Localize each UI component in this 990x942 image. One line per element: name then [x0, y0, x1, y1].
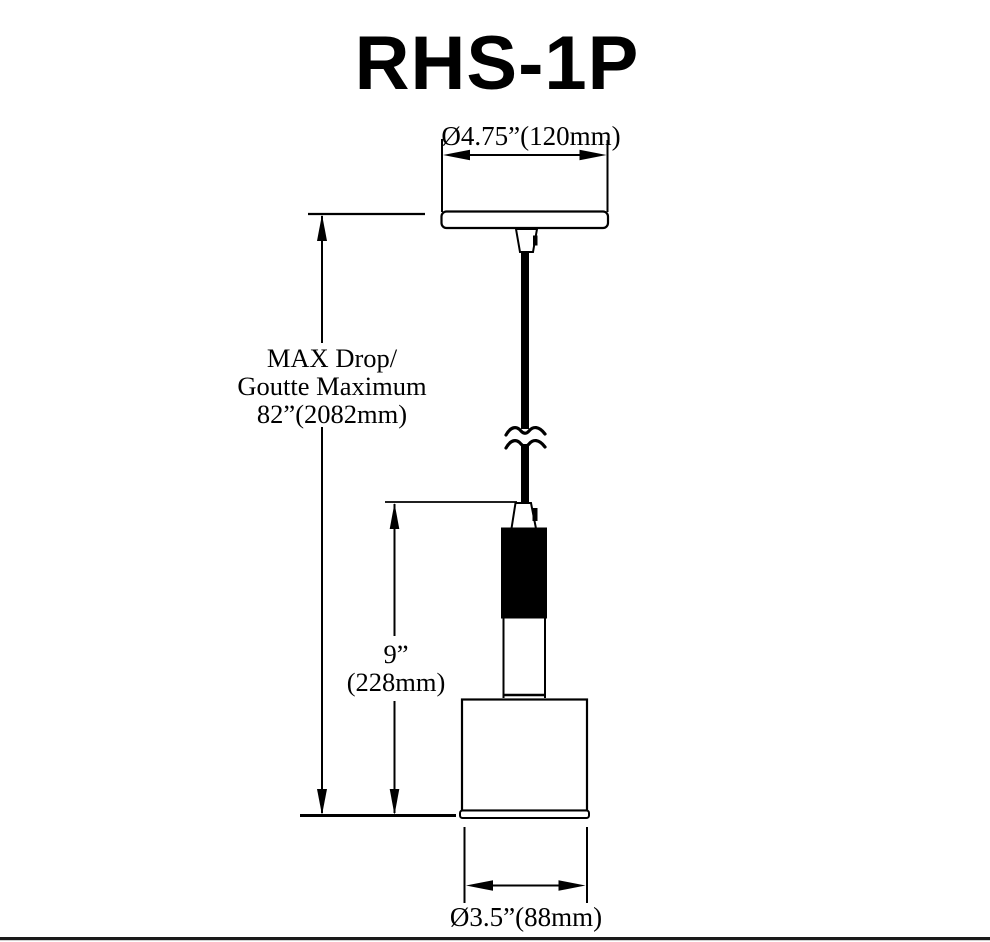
canopy-dim-arrow-left-icon [443, 149, 470, 161]
shade-bottom-rim [459, 809, 590, 819]
max-drop-label: MAX Drop/ Goutte Maximum 82”(2082mm) [237, 344, 426, 428]
shade-body [460, 698, 589, 812]
canopy-dim-arrow-right-icon [579, 149, 607, 161]
shade-diameter-label: Ø3.5”(88mm) [449, 902, 603, 932]
strain-relief-tab [533, 235, 538, 246]
fixture-height-arrow-down-icon [389, 789, 400, 815]
cord-break-upper-squiggle [504, 426, 547, 437]
max-drop-arrow-up-icon [317, 214, 327, 241]
canopy-diameter-dimension [441, 139, 609, 212]
socket-knurled-section [501, 527, 547, 619]
max-drop-label-line1: MAX Drop/ [266, 343, 398, 373]
canopy-diameter-label: Ø4.75”(120mm) [441, 121, 621, 151]
cord-grip-tab [532, 508, 538, 521]
fixture-height-label-line2: (228mm) [346, 667, 446, 697]
cord-upper [521, 251, 529, 429]
cord-grip [510, 502, 538, 530]
shade-diameter-dimension [463, 827, 588, 903]
shade-dim-arrow-left-icon [466, 880, 493, 891]
bottom-border-line [0, 937, 990, 941]
cord-lower [521, 444, 529, 504]
shade-dim-arrow-right-icon [558, 880, 586, 891]
fixture-height-arrow-up-icon [389, 503, 400, 529]
fixture-height-label: 9” (228mm) [347, 640, 446, 696]
product-title: RHS-1P [354, 21, 640, 106]
max-drop-arrow-down-icon [317, 789, 327, 815]
fixture-height-dimension [385, 501, 517, 815]
max-drop-dimension [308, 212, 425, 815]
canopy [440, 210, 610, 230]
max-drop-label-line2: Goutte Maximum [237, 371, 427, 401]
max-drop-label-line3: 82”(2082mm) [256, 399, 408, 429]
strain-relief [514, 228, 539, 253]
fixture-height-label-line1: 9” [383, 639, 409, 669]
